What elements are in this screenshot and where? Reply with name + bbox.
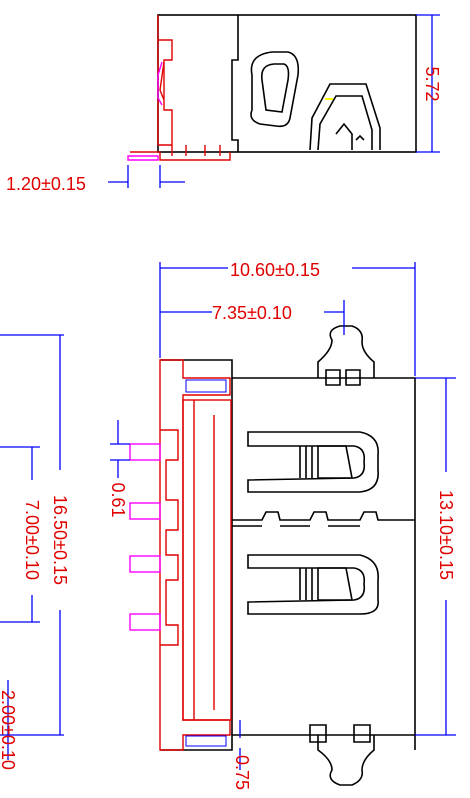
side-flange-bend bbox=[159, 61, 165, 101]
side-view: 5.72 1.20±0.15 bbox=[6, 14, 442, 194]
side-bottom-lead bbox=[130, 151, 231, 161]
side-contact-inner bbox=[317, 95, 373, 151]
side-contact-tab bbox=[335, 122, 365, 150]
post-top-feet bbox=[325, 369, 361, 386]
latch-contacts-upper bbox=[299, 445, 353, 479]
post-top-outline bbox=[317, 325, 375, 378]
shell-tabs bbox=[185, 379, 227, 747]
mid-clip-row bbox=[232, 511, 415, 521]
side-pad-mark bbox=[157, 61, 163, 106]
side-contact bbox=[309, 83, 381, 151]
dim-pin-pitch: 2.00±0.10 bbox=[0, 690, 18, 770]
top-view: 10.60±0.15 7.35±0.10 13.10±0.15 0.61 0.7… bbox=[0, 260, 456, 790]
side-lead-tip bbox=[127, 155, 159, 161]
pad-3 bbox=[129, 555, 161, 573]
latch-window-lower bbox=[247, 554, 379, 615]
housing-insert bbox=[182, 399, 232, 721]
post-bottom-outline bbox=[317, 735, 375, 786]
dim-side-thickness: 1.20±0.15 bbox=[6, 174, 86, 194]
dim-pad-pitch: 0.61 bbox=[108, 482, 128, 517]
side-view-step bbox=[231, 15, 239, 152]
side-flange bbox=[157, 15, 173, 146]
dim-pad-span: 7.00±0.10 bbox=[22, 500, 42, 580]
dim-post-width: 0.75 bbox=[232, 755, 252, 790]
pad-2 bbox=[129, 502, 161, 520]
latch-window-upper bbox=[247, 431, 379, 493]
pad-1 bbox=[129, 443, 161, 461]
dim-overall-span: 16.50±0.15 bbox=[50, 495, 70, 585]
side-latch-inner bbox=[260, 63, 290, 113]
post-bottom-feet bbox=[309, 724, 371, 743]
dim-width: 13.10±0.15 bbox=[436, 490, 456, 580]
side-bottom-ticks bbox=[171, 145, 221, 156]
pad-4 bbox=[129, 613, 161, 631]
side-latch-outer bbox=[250, 51, 300, 128]
dim-side-height: 5.72 bbox=[422, 66, 442, 101]
dim-post-offset: 7.35±0.10 bbox=[212, 303, 292, 323]
latch-contacts-lower bbox=[299, 567, 353, 601]
dim-overall-depth: 10.60±0.15 bbox=[230, 260, 320, 280]
housing-pad-slots bbox=[160, 429, 179, 646]
